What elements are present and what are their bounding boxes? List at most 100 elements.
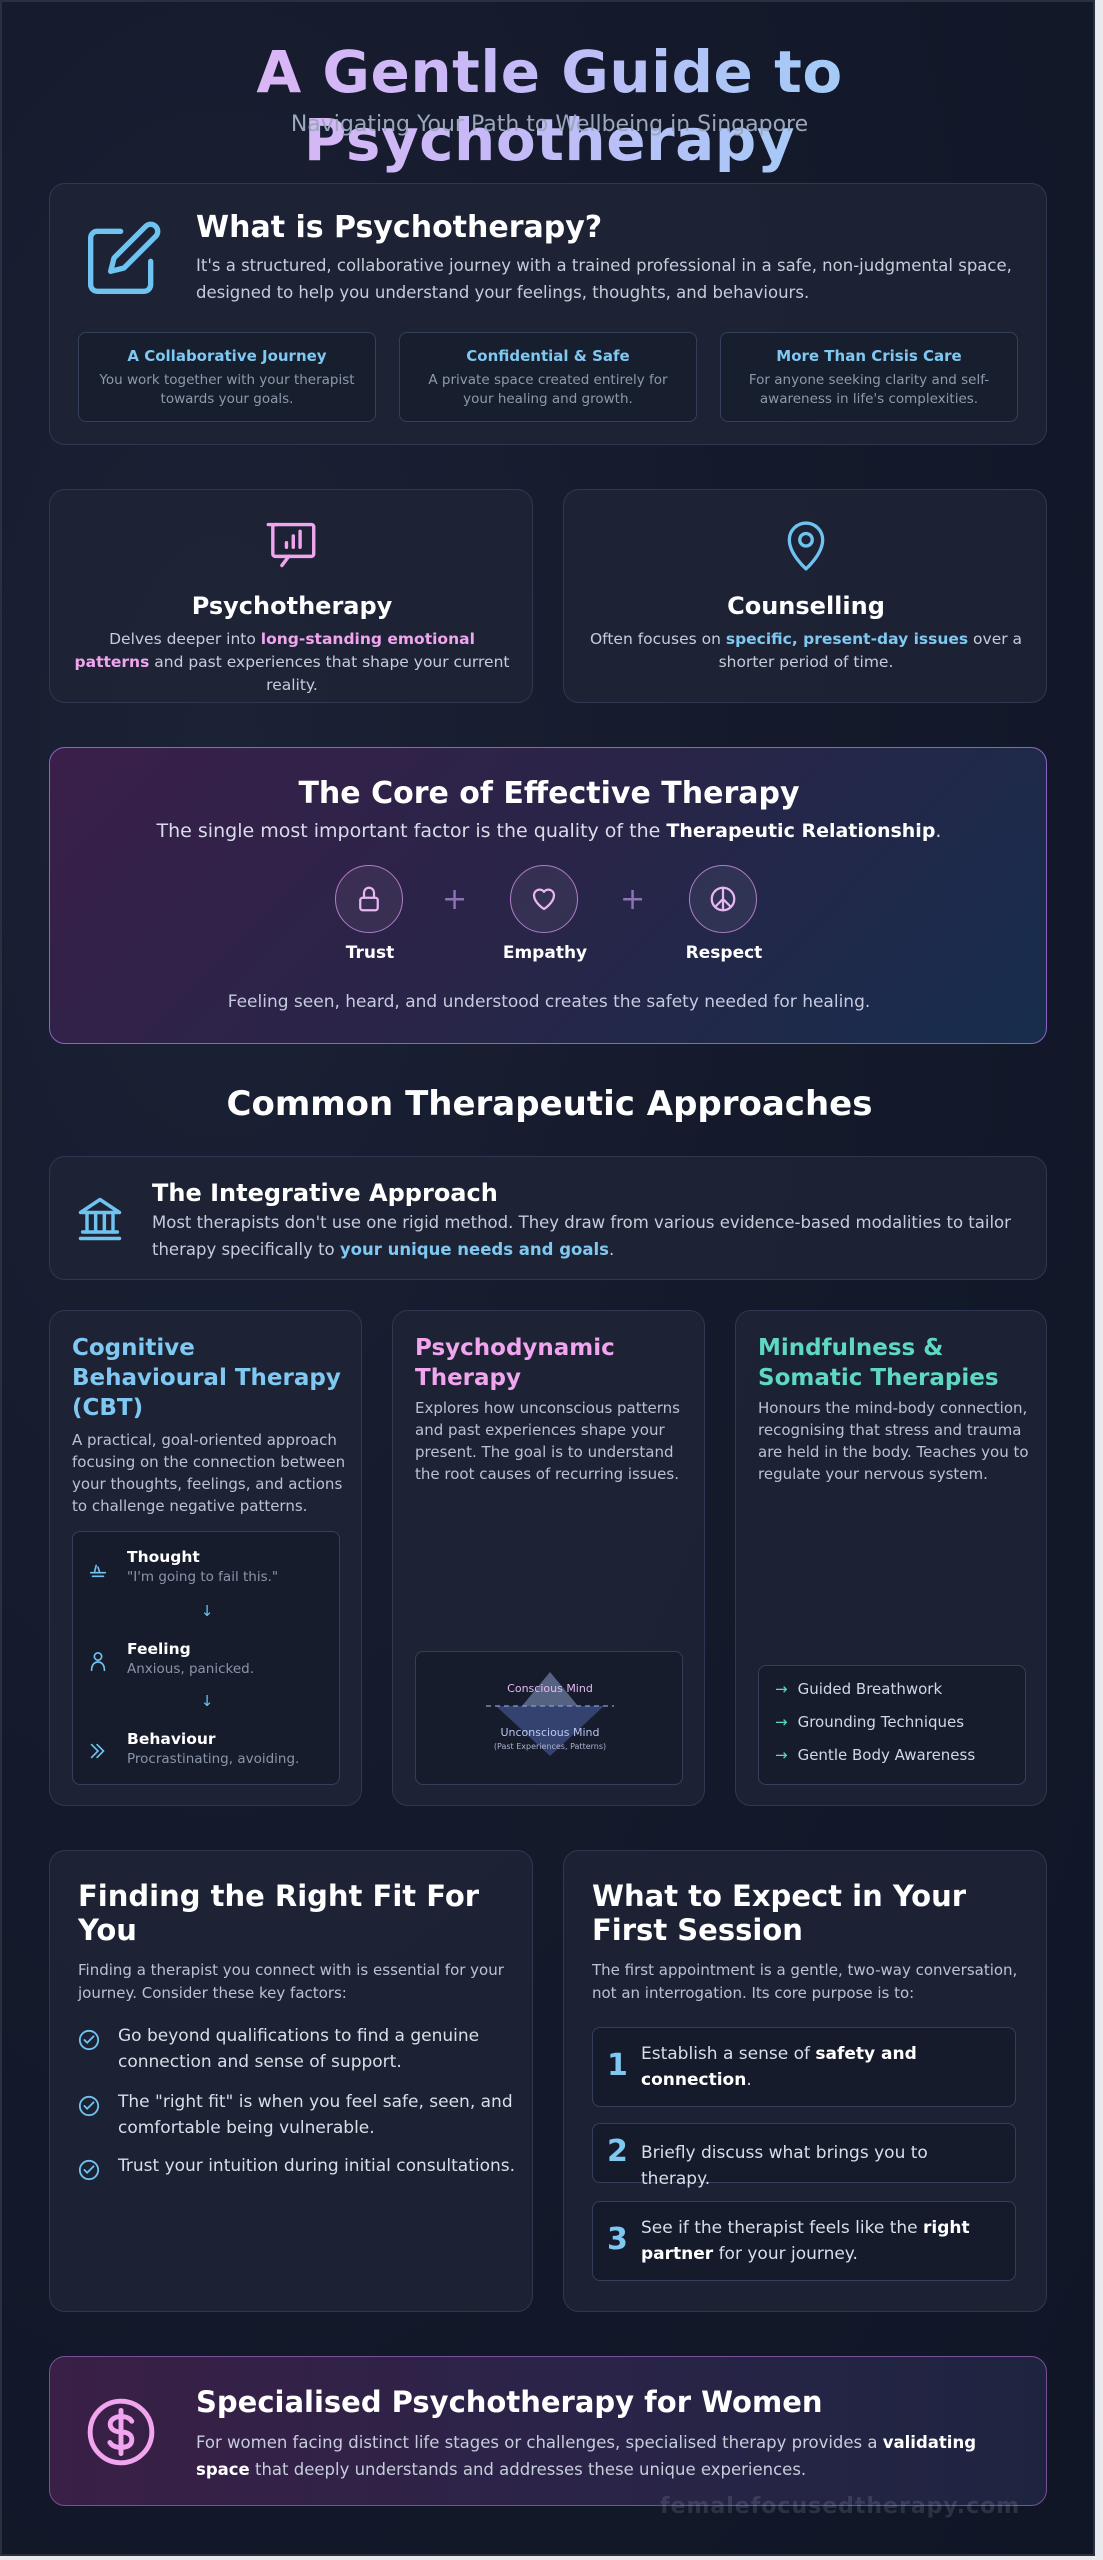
psychodynamic-desc: Explores how unconscious patterns and pa…	[415, 1399, 680, 1483]
brain-icon	[87, 1560, 109, 1584]
pillar-label: Empathy	[502, 943, 588, 963]
list-item: →Guided Breathwork	[775, 1680, 943, 1698]
plus-sign: +	[620, 882, 646, 917]
what-is-card: What is Psychotherapy? It's a structured…	[49, 183, 1047, 445]
right-fit-card: Finding the Right Fit For You Finding a …	[49, 1850, 533, 2312]
respect-pillar: Respect	[686, 865, 762, 963]
psychodynamic-card: Psychodynamic Therapy Explores how uncon…	[392, 1310, 705, 1806]
feature-card: More Than Crisis Care For anyone seeking…	[720, 332, 1018, 422]
feature-card: Confidential & Safe A private space crea…	[399, 332, 697, 422]
women-therapy-desc: For women facing distinct life stages or…	[196, 2433, 977, 2479]
first-session-card: What to Expect in Your First Session The…	[563, 1850, 1047, 2312]
page-subtitle: Navigating Your Path to Wellbeing in Sin…	[290, 112, 809, 137]
check-circle-icon	[78, 2029, 100, 2055]
step-number: 3	[607, 2222, 628, 2257]
core-footer: Feeling seen, heard, and understood crea…	[227, 992, 871, 1012]
bank-building-icon	[74, 1193, 126, 1249]
plus-sign: +	[442, 882, 468, 917]
integrative-card: The Integrative Approach Most therapists…	[49, 1156, 1047, 1280]
pencil-edit-icon	[84, 218, 164, 302]
cbt-title: Cognitive Behavioural Therapy (CBT)	[72, 1335, 341, 1421]
unconscious-mind-label: Unconscious Mind	[500, 1726, 600, 1739]
step-text: Briefly discuss what brings you to thera…	[641, 2143, 928, 2189]
psychodynamic-title: Psychodynamic Therapy	[415, 1335, 615, 1391]
list-item: →Gentle Body Awareness	[775, 1746, 976, 1764]
empathy-pillar: Empathy	[503, 865, 587, 963]
emotion-icon	[87, 1650, 109, 1678]
step-text: Establish a sense of safety and connecti…	[641, 2044, 917, 2090]
counselling-desc: Often focuses on specific, present-day i…	[589, 630, 1023, 671]
session-step: 1 Establish a sense of safety and connec…	[592, 2027, 1016, 2107]
iceberg-shape	[486, 1672, 614, 1756]
arrow-right-icon: →	[775, 1713, 788, 1731]
first-session-intro: The first appointment is a gentle, two-w…	[592, 1961, 1018, 2002]
conscious-mind-label: Conscious Mind	[507, 1682, 593, 1695]
mindfulness-desc: Honours the mind-body connection, recogn…	[758, 1399, 1029, 1483]
integrative-desc: Most therapists don't use one rigid meth…	[152, 1213, 1011, 1259]
page-title: A Gentle Guide to Psychotherapy	[2, 38, 1097, 174]
feature-title: More Than Crisis Care	[776, 347, 962, 365]
pillar-label: Respect	[685, 943, 763, 963]
feature-desc: A private space created entirely for you…	[428, 372, 668, 407]
women-therapy-card: Specialised Psychotherapy for Women For …	[49, 2356, 1047, 2506]
psychotherapy-desc: Delves deeper into long-standing emotion…	[74, 630, 510, 694]
feature-desc: You work together with your therapist to…	[99, 372, 355, 407]
arrow-right-icon: →	[775, 1746, 788, 1764]
cbt-flow-box: Thought "I'm going to fail this." ↓ Feel…	[72, 1531, 340, 1785]
approaches-heading: Common Therapeutic Approaches	[226, 1084, 873, 1124]
step-number: 1	[607, 2048, 628, 2083]
location-pin-icon	[781, 518, 831, 578]
counselling-title: Counselling	[727, 592, 885, 620]
session-step: 2 Briefly discuss what brings you to the…	[592, 2123, 1016, 2189]
fit-item: Trust your intuition during initial cons…	[118, 2156, 516, 2176]
site-watermark: femalefocusedtherapy.com	[660, 2494, 1021, 2519]
flow-step-feeling: Feeling Anxious, panicked.	[127, 1640, 255, 1677]
what-is-heading: What is Psychotherapy?	[196, 210, 603, 245]
core-therapy-card: The Core of Effective Therapy The single…	[49, 747, 1047, 1044]
flow-arrow: ↓	[200, 1602, 214, 1620]
unconscious-sub-label: (Past Experiences, Patterns)	[493, 1742, 607, 1751]
heart-icon	[510, 865, 578, 933]
what-is-description: It's a structured, collaborative journey…	[196, 256, 1012, 302]
peace-icon	[689, 865, 757, 933]
feature-card: A Collaborative Journey You work togethe…	[78, 332, 376, 422]
session-step: 3 See if the therapist feels like the ri…	[592, 2201, 1016, 2281]
fit-item: The "right fit" is when you feel safe, s…	[118, 2092, 513, 2138]
psychotherapy-card: Psychotherapy Delves deeper into long-st…	[49, 489, 533, 703]
iceberg-diagram: Conscious Mind Unconscious Mind (Past Ex…	[415, 1651, 683, 1785]
arrow-right-icon: →	[775, 1680, 788, 1698]
cbt-card: Cognitive Behavioural Therapy (CBT) A pr…	[49, 1310, 362, 1806]
flow-arrow: ↓	[200, 1692, 214, 1710]
double-chevron-icon	[87, 1740, 109, 1766]
integrative-title: The Integrative Approach	[152, 1179, 498, 1207]
list-item: →Grounding Techniques	[775, 1713, 965, 1731]
trust-pillar: Trust	[335, 865, 405, 963]
core-heading: The Core of Effective Therapy	[298, 776, 800, 811]
lock-icon	[335, 865, 403, 933]
check-circle-icon	[78, 2159, 100, 2185]
counselling-card: Counselling Often focuses on specific, p…	[563, 489, 1047, 703]
first-session-title: What to Expect in Your First Session	[592, 1879, 967, 1947]
feature-desc: For anyone seeking clarity and self-awar…	[748, 372, 990, 407]
fit-item: Go beyond qualifications to find a genui…	[118, 2026, 480, 2072]
flow-step-thought: Thought "I'm going to fail this."	[127, 1548, 279, 1585]
check-circle-icon	[78, 2095, 100, 2121]
right-fit-intro: Finding a therapist you connect with is …	[78, 1961, 504, 2002]
right-fit-title: Finding the Right Fit For You	[78, 1879, 480, 1947]
presentation-chart-icon	[262, 520, 320, 574]
feature-title: A Collaborative Journey	[127, 347, 327, 365]
step-text: See if the therapist feels like the righ…	[641, 2218, 970, 2264]
flow-step-behaviour: Behaviour Procrastinating, avoiding.	[127, 1730, 300, 1767]
mindfulness-list: →Guided Breathwork →Grounding Techniques…	[758, 1665, 1026, 1785]
step-number: 2	[607, 2134, 628, 2169]
feature-title: Confidential & Safe	[466, 347, 630, 365]
mindfulness-card: Mindfulness & Somatic Therapies Honours …	[735, 1310, 1047, 1806]
psychotherapy-title: Psychotherapy	[191, 592, 393, 620]
mindfulness-title: Mindfulness & Somatic Therapies	[758, 1335, 999, 1391]
women-therapy-title: Specialised Psychotherapy for Women	[196, 2385, 823, 2419]
dollar-circle-icon	[84, 2395, 158, 2473]
core-subheading: The single most important factor is the …	[156, 820, 942, 842]
pillar-label: Trust	[345, 943, 395, 963]
cbt-desc: A practical, goal-oriented approach focu…	[72, 1431, 346, 1515]
